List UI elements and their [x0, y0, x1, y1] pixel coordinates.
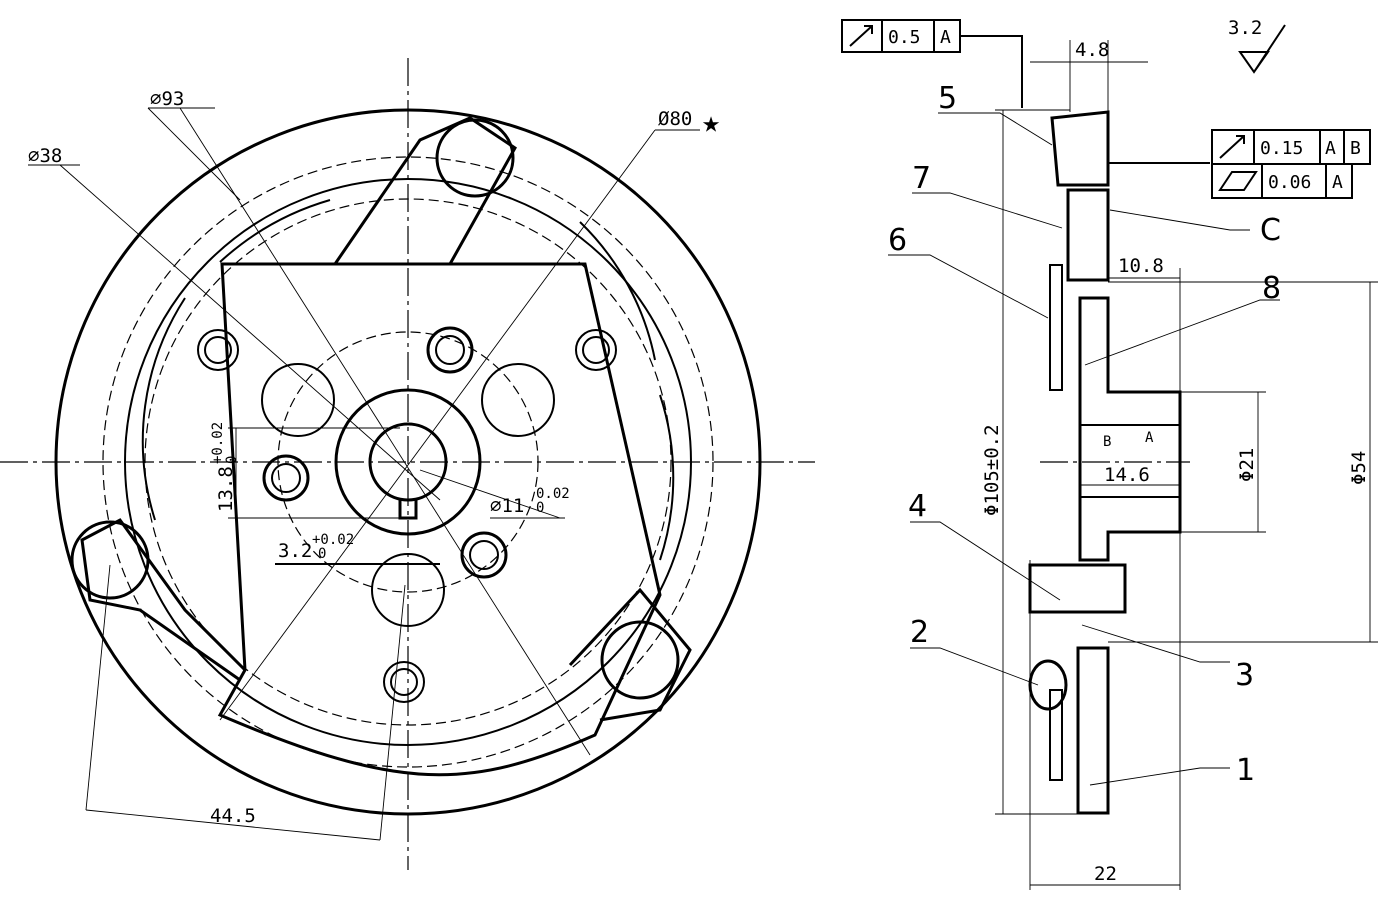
large-hole	[261, 363, 335, 437]
part-5-rivet	[1050, 110, 1110, 187]
hub-dia-label: Φ21	[1236, 448, 1258, 482]
small-hole	[575, 329, 617, 371]
slot-arc	[579, 221, 656, 361]
span-label: 44.5	[210, 805, 256, 827]
runout-2-datum-a: A	[1325, 138, 1336, 159]
part-label-3: 3	[1235, 658, 1254, 693]
large-hole	[481, 363, 555, 437]
runout-1-value: 0.5	[888, 27, 921, 48]
plate-thk-label: 4.8	[1075, 39, 1109, 61]
dia-hub-label: ⌀38	[28, 145, 62, 167]
bore-label: ⌀11	[490, 495, 524, 517]
plate-arm	[333, 116, 517, 265]
keyway-depth-tol-lower: 0	[224, 456, 240, 464]
leader-dia80	[219, 129, 656, 721]
gdt-runout-frame-2: 0.15 A B	[1211, 129, 1371, 165]
part-label-6-7: 7	[912, 161, 931, 196]
hub-outer	[334, 388, 482, 536]
plate-arm	[80, 518, 247, 682]
pitch-dashed-circle	[277, 331, 539, 593]
part-label-2: 2	[910, 615, 929, 650]
part-2	[1028, 659, 1068, 711]
runout-2-value: 0.15	[1260, 138, 1303, 159]
runout-icon	[1219, 135, 1245, 159]
bore-tol-upper: 0.02	[536, 486, 570, 502]
flatness-value: 0.06	[1268, 172, 1311, 193]
small-hole	[383, 661, 425, 703]
pcd-label: Φ54	[1348, 451, 1370, 485]
runout-icon	[849, 25, 873, 47]
part-6-disc	[1049, 264, 1063, 391]
keyway-width-label: 3.2	[278, 540, 312, 562]
section-view: Φ105±0.2 Φ21 Φ54 4.8 10.8 14.6 22 3.2 B …	[888, 17, 1378, 890]
rivet-hole	[70, 520, 150, 600]
spring-plate-outline	[217, 262, 662, 777]
offset-label: 10.8	[1118, 255, 1164, 277]
runout-1-datum: A	[940, 27, 951, 48]
dia-pitch-label: Ø80	[658, 108, 692, 130]
outer-circle	[54, 108, 762, 816]
small-hole	[426, 326, 474, 374]
gdt-flatness-frame: 0.06 A	[1211, 163, 1353, 199]
bore-tol-lower: 0	[536, 500, 544, 516]
flange-dia-label: Φ105±0.2	[981, 424, 1003, 516]
star-icon: ★	[702, 105, 720, 140]
part-label-5: 5	[938, 81, 957, 116]
plate-arm	[568, 587, 692, 722]
hub-bore	[368, 422, 448, 502]
outer-dashed-circle	[102, 156, 714, 768]
flatness-icon	[1218, 171, 1258, 191]
keyway-depth-tol-upper: +0.02	[210, 422, 226, 464]
hub-len-label: 14.6	[1104, 464, 1150, 486]
keyway-width-tol-upper: +0.02	[312, 532, 354, 548]
keyway	[398, 500, 418, 520]
surface-finish-icon	[1238, 24, 1286, 74]
leader-dia38	[59, 164, 441, 501]
rivet-hole	[600, 620, 680, 700]
part-8-hub	[1078, 296, 1182, 562]
leader-dia93	[147, 107, 241, 201]
part-1-flange	[1076, 646, 1110, 815]
small-hole	[262, 454, 310, 502]
plate-circle	[124, 178, 692, 746]
label-c: C	[1260, 213, 1281, 248]
keyway-depth-label: 13.8	[215, 466, 237, 512]
small-hole	[197, 329, 239, 371]
part-7-plate	[1066, 188, 1110, 282]
runout-2-datum-b: B	[1350, 138, 1361, 159]
flatness-datum: A	[1332, 172, 1343, 193]
rivet-hole	[435, 118, 515, 198]
front-view: ⌀93 ⌀38 Ø80 ★ ⌀11 0.02 0 13.8 +0.02 0 3.…	[0, 58, 815, 870]
part-label-1: 1	[1236, 753, 1255, 788]
part-label-6: 6	[888, 223, 907, 258]
part-label-4: 4	[908, 489, 927, 524]
datum-a-label: A	[1145, 430, 1154, 446]
span-dimension	[85, 809, 381, 841]
datum-b-label: B	[1103, 434, 1111, 450]
slot-arc	[219, 199, 331, 263]
gdt-runout-frame-1: 0.5 A	[841, 19, 961, 53]
slot-arc	[141, 297, 186, 521]
inner-dashed-circle	[144, 198, 672, 726]
small-hole	[460, 531, 508, 579]
part-4-rivet	[1028, 563, 1127, 614]
width-label: 22	[1094, 863, 1117, 885]
leader-bore	[419, 469, 561, 519]
part-label-8: 8	[1262, 271, 1281, 306]
keyway-width-tol-lower: 0	[318, 546, 326, 562]
surface-finish-label: 3.2	[1228, 17, 1262, 39]
large-hole	[371, 553, 445, 627]
slot-arc	[659, 394, 675, 561]
dia-outer-label: ⌀93	[150, 88, 184, 110]
hub-bore-section	[1079, 424, 1181, 498]
